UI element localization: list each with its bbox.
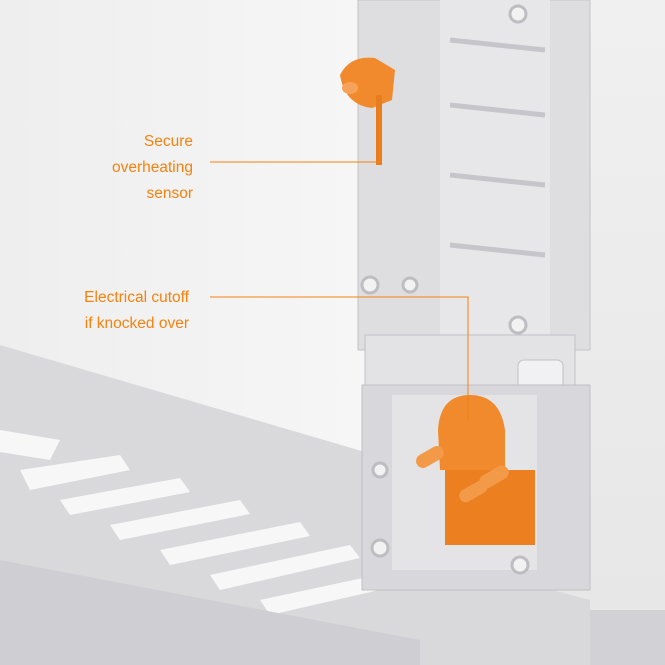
callout-line-1: Electrical cutoff bbox=[84, 289, 189, 306]
heater-panel bbox=[0, 0, 365, 452]
callout-line-2: if knocked over bbox=[84, 315, 189, 332]
callout-line-2: overheating bbox=[111, 159, 193, 176]
callout-overheating-sensor: Secure overheating sensor bbox=[112, 129, 193, 207]
callout-electrical-cutoff: Electrical cutoff if knocked over bbox=[84, 285, 189, 337]
overheating-sensor bbox=[340, 57, 395, 165]
callout-line-1: Secure bbox=[143, 133, 193, 150]
tilt-switch bbox=[416, 395, 535, 545]
callout-line-cutoff bbox=[210, 296, 469, 420]
callout-line-3: sensor bbox=[146, 185, 193, 202]
callout-line-sensor bbox=[210, 110, 381, 163]
